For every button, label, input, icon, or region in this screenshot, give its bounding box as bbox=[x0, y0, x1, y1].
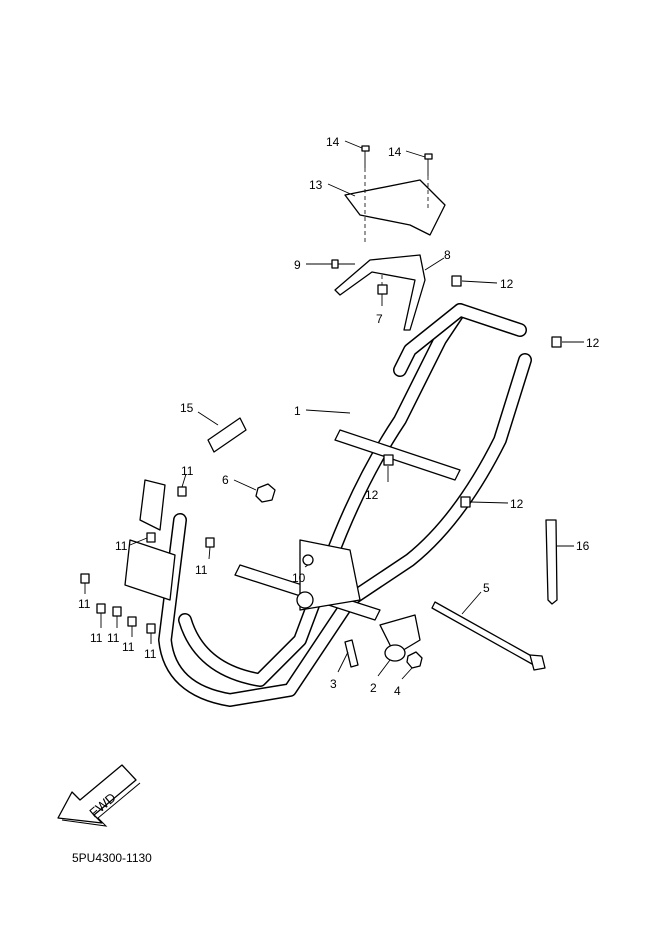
callout-13: 13 bbox=[309, 178, 323, 192]
callout-14: 14 bbox=[388, 145, 402, 159]
callout-11: 11 bbox=[90, 631, 103, 645]
cable-tie-16 bbox=[545, 519, 558, 605]
callout-9: 9 bbox=[294, 258, 301, 272]
callout-11: 11 bbox=[115, 539, 128, 553]
callout-6: 6 bbox=[222, 473, 229, 487]
callout-2: 2 bbox=[370, 681, 377, 695]
callout-12: 12 bbox=[500, 277, 514, 291]
callout-11: 11 bbox=[78, 597, 91, 611]
callout-16: 16 bbox=[576, 539, 590, 553]
callout-11: 11 bbox=[122, 640, 135, 654]
callout-14: 14 bbox=[326, 135, 340, 149]
callout-12: 12 bbox=[586, 336, 600, 350]
callout-12: 12 bbox=[510, 497, 524, 511]
frame bbox=[124, 303, 532, 707]
callout-1: 1 bbox=[294, 404, 301, 418]
callout-11: 11 bbox=[144, 647, 157, 661]
label-15 bbox=[207, 417, 247, 453]
callout-labels: 14 14 13 9 8 7 12 12 1 15 6 12 12 11 11 … bbox=[78, 135, 600, 698]
callout-7: 7 bbox=[376, 312, 383, 326]
diagram-code: 5PU4300-1130 bbox=[72, 851, 152, 865]
fwd-arrow-icon: FWD bbox=[57, 764, 141, 827]
callout-10: 10 bbox=[292, 571, 306, 585]
callout-11: 11 bbox=[181, 464, 194, 478]
callout-15: 15 bbox=[180, 401, 194, 415]
callout-5: 5 bbox=[483, 581, 490, 595]
leader-lines bbox=[84, 140, 584, 680]
callout-12: 12 bbox=[365, 488, 379, 502]
bracket-8 bbox=[334, 254, 426, 331]
bolt-5 bbox=[431, 601, 536, 665]
callout-11: 11 bbox=[195, 563, 208, 577]
callout-4: 4 bbox=[394, 684, 401, 698]
callout-3: 3 bbox=[330, 677, 337, 691]
callout-11: 11 bbox=[107, 631, 120, 645]
bracket-13 bbox=[344, 179, 446, 236]
callout-8: 8 bbox=[444, 248, 451, 262]
